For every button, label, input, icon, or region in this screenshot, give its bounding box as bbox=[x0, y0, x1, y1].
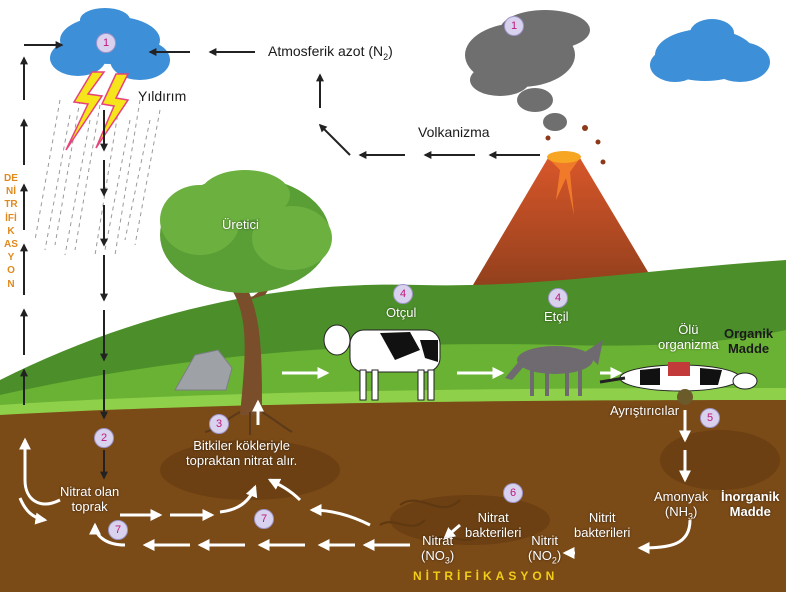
cow bbox=[323, 324, 441, 401]
wolf bbox=[505, 340, 603, 396]
label-ammonia: Amonyak(NH3) bbox=[654, 489, 709, 522]
label-volcanism: Volkanizma bbox=[418, 124, 490, 140]
smoke bbox=[465, 10, 590, 131]
badge-1-cloud: 1 bbox=[96, 33, 116, 53]
soil bbox=[0, 388, 786, 592]
badge-7-mid: 7 bbox=[254, 509, 274, 529]
label-producer: Üretici bbox=[222, 217, 259, 232]
badge-3: 3 bbox=[209, 414, 229, 434]
rain bbox=[34, 99, 161, 256]
label-carnivore: Etçil bbox=[544, 309, 569, 324]
dead-cow bbox=[599, 362, 758, 405]
label-nitrification: NİTRİFİKASYON bbox=[413, 569, 559, 583]
badge-5: 5 bbox=[700, 408, 720, 428]
badge-7-left: 7 bbox=[108, 520, 128, 540]
label-nitrite: Nitrit(NO2) bbox=[528, 533, 562, 566]
rock bbox=[174, 349, 233, 391]
soil-bacteria bbox=[379, 499, 481, 541]
label-lightning: Yıldırım bbox=[138, 88, 187, 104]
label-denitrification: DENİTRİFİKASYON bbox=[4, 173, 18, 290]
badge-4-etcil: 4 bbox=[548, 288, 568, 308]
lightning bbox=[65, 71, 130, 151]
right-cloud bbox=[650, 19, 770, 82]
badge-4-otcul: 4 bbox=[393, 284, 413, 304]
label-nitrate: Nitrat(NO3) bbox=[421, 533, 455, 566]
badge-2: 2 bbox=[94, 428, 114, 448]
white-arrows bbox=[18, 367, 692, 559]
label-atmospheric-nitrogen: Atmosferik azot (N2) bbox=[268, 43, 393, 62]
black-arrows bbox=[20, 41, 540, 480]
label-decomposers: Ayrıştırıcılar bbox=[610, 403, 680, 418]
label-herbivore: Otçul bbox=[386, 305, 417, 320]
badge-6: 6 bbox=[503, 483, 523, 503]
tree bbox=[160, 170, 332, 435]
volcano bbox=[470, 125, 660, 292]
badge-1-volcano: 1 bbox=[504, 16, 524, 36]
